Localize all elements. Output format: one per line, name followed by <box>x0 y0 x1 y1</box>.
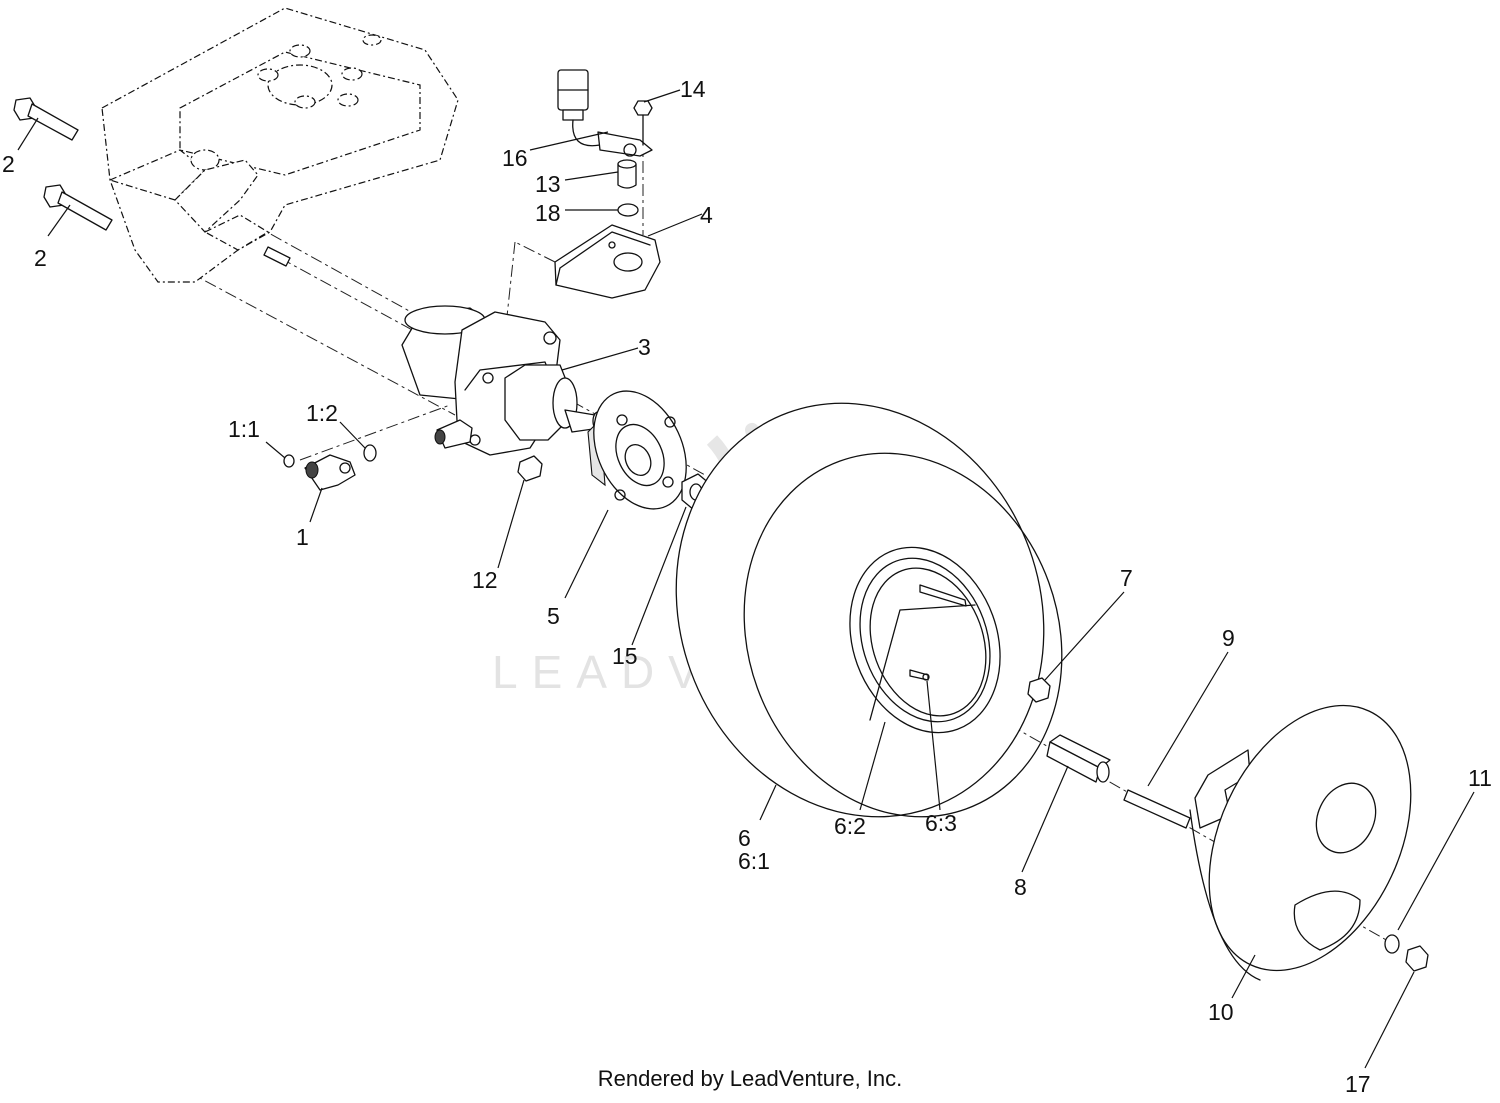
callout-15: 15 <box>612 643 638 669</box>
callout-16: 16 <box>502 145 528 171</box>
motor-fitting <box>434 419 473 449</box>
speed-sensor-harness <box>557 69 653 157</box>
callout-labels: 2 2 16 14 13 18 4 3 1:1 1:2 1 12 5 15 7 … <box>2 76 1492 1097</box>
callout-2-upper: 2 <box>2 151 15 177</box>
callout-1: 1 <box>296 524 309 550</box>
wheel-cover <box>1189 704 1412 981</box>
callout-6: 6 <box>738 825 751 851</box>
callout-6-3: 6:3 <box>925 810 957 836</box>
hex-nut <box>1405 945 1429 972</box>
hydraulic-fitting <box>304 454 356 491</box>
frame-stud <box>263 246 291 267</box>
bolt-upper <box>13 97 79 141</box>
callout-8: 8 <box>1014 874 1027 900</box>
callout-7: 7 <box>1120 565 1133 591</box>
callout-13: 13 <box>535 171 561 197</box>
callout-6-1: 6:1 <box>738 848 770 874</box>
wheel-motor <box>401 305 604 456</box>
flange-nut <box>517 455 543 482</box>
bolt-lower <box>43 184 113 231</box>
tire-and-wheel-assembly <box>675 402 1063 818</box>
lug-nut <box>1027 677 1051 703</box>
callout-18: 18 <box>535 200 561 226</box>
callout-3: 3 <box>638 334 651 360</box>
o-ring-large <box>363 444 377 462</box>
callout-5: 5 <box>547 603 560 629</box>
callout-10: 10 <box>1208 999 1234 1025</box>
washer <box>1384 934 1400 954</box>
wheel-spacer <box>1046 734 1111 783</box>
pin <box>1123 789 1191 829</box>
wheel-hub <box>587 390 687 510</box>
callout-11: 11 <box>1468 765 1492 791</box>
callout-12: 12 <box>472 567 498 593</box>
callout-6-2: 6:2 <box>834 813 866 839</box>
o-ring-small <box>283 454 295 468</box>
callout-4: 4 <box>700 202 713 228</box>
callout-9: 9 <box>1222 625 1235 651</box>
sensor-screw <box>633 100 653 146</box>
sensor-bracket <box>554 224 661 299</box>
rendered-by-credit: Rendered by LeadVenture, Inc. <box>597 1066 903 1091</box>
callout-1-2: 1:2 <box>306 400 338 426</box>
callout-14: 14 <box>680 76 706 102</box>
speed-sensor <box>617 159 637 189</box>
callout-1-1: 1:1 <box>228 416 260 442</box>
callout-2-lower: 2 <box>34 245 47 271</box>
sensor-o-ring <box>617 203 639 217</box>
callout-leader-lines <box>17 89 1475 1069</box>
callout-17: 17 <box>1345 1071 1371 1097</box>
mounting-frame <box>101 7 459 283</box>
